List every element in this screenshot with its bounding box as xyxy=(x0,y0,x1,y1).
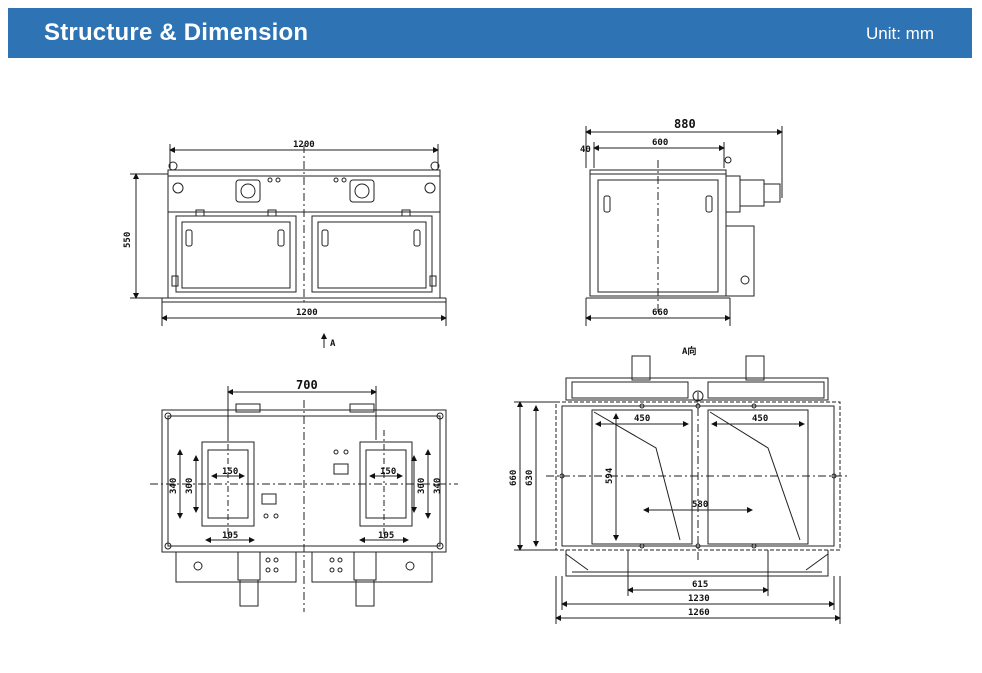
top-offset-right: 105 xyxy=(378,531,394,541)
top-offset-left: 105 xyxy=(222,531,238,541)
side-overall-width: 880 xyxy=(674,117,696,131)
top-side-left: 340 xyxy=(169,478,179,494)
front-height: 550 xyxy=(123,232,133,248)
view-a-width-outer: 1260 xyxy=(688,608,710,618)
front-width-bottom: 1200 xyxy=(296,308,318,318)
side-body-width: 600 xyxy=(652,138,668,148)
top-side-right: 340 xyxy=(433,478,443,494)
view-a xyxy=(514,355,850,624)
top-flange-width-left: 150 xyxy=(222,467,238,477)
top-flange-height-left: 300 xyxy=(185,478,195,494)
view-a-width-inner: 1230 xyxy=(688,594,710,604)
section-title: Structure & Dimension xyxy=(44,19,309,46)
front-view xyxy=(130,144,447,348)
view-a-bottom-span: 615 xyxy=(692,580,708,590)
side-base-width: 660 xyxy=(652,308,668,318)
unit-label: Unit: mm xyxy=(866,24,934,43)
top-flange-width-right: 150 xyxy=(380,467,396,477)
view-a-inner-height: 594 xyxy=(605,467,615,484)
section-header: Structure & Dimension Unit: mm xyxy=(8,8,972,58)
front-width-top: 1200 xyxy=(293,140,315,150)
side-view xyxy=(585,126,783,326)
top-flange-height-right: 300 xyxy=(417,478,427,494)
view-marker-a: A xyxy=(330,339,336,349)
view-a-height-inner: 630 xyxy=(525,470,535,486)
view-a-label: A向 xyxy=(682,345,696,357)
side-offset: 40 xyxy=(580,145,591,155)
view-a-opening-left: 450 xyxy=(634,414,650,424)
top-center-distance: 700 xyxy=(296,378,318,392)
view-a-height-outer: 660 xyxy=(509,470,519,486)
view-a-opening-right: 450 xyxy=(752,414,768,424)
top-view xyxy=(150,386,458,612)
view-a-center-span: 580 xyxy=(692,500,708,510)
